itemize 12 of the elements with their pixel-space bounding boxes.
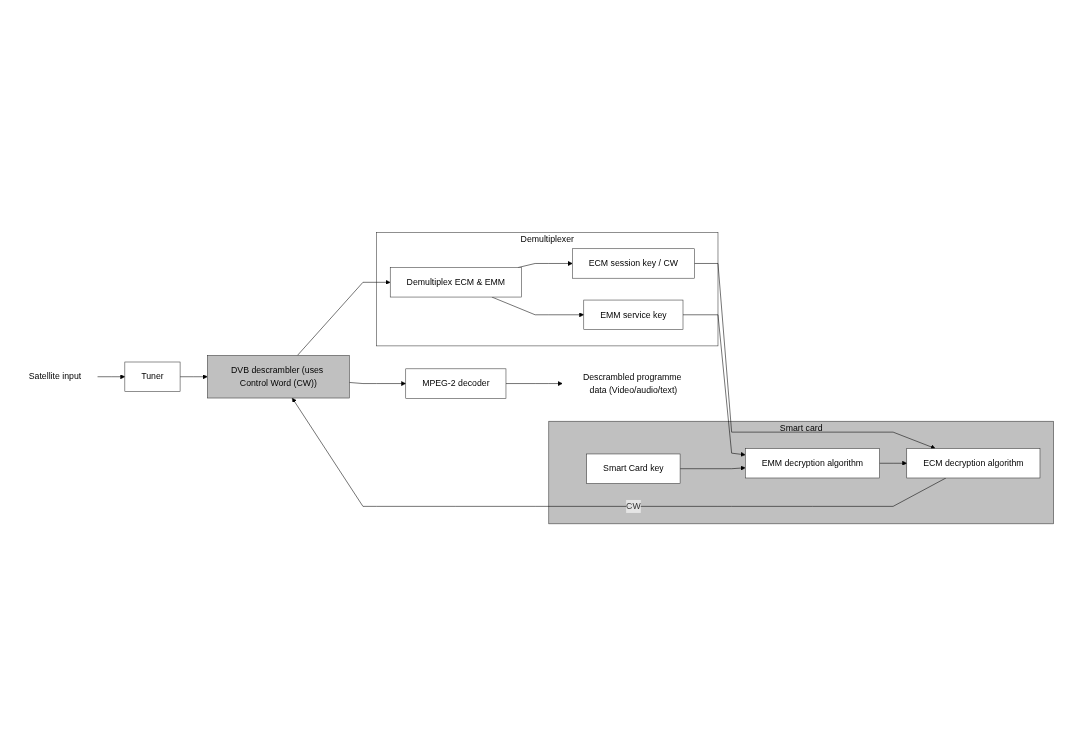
node-box: Tuner <box>124 361 181 392</box>
node-box: EMM decryption algorithm <box>745 448 880 479</box>
node-box: ECM decryption algorithm <box>906 448 1041 479</box>
node-box: Smart Card key <box>586 453 681 484</box>
node-box: DVB descrambler (uses Control Word (CW)) <box>207 355 350 399</box>
edge-label: CW <box>626 501 641 511</box>
node-box: ECM session key / CW <box>572 248 695 279</box>
node-box: Demultiplex ECM & EMM <box>389 267 522 298</box>
node-box: MPEG-2 decoder <box>405 368 507 399</box>
node-text: Descrambled programme data (Video/audio/text) <box>582 371 682 395</box>
node-text: Satellite input <box>28 371 82 381</box>
node-box: EMM service key <box>583 299 684 330</box>
